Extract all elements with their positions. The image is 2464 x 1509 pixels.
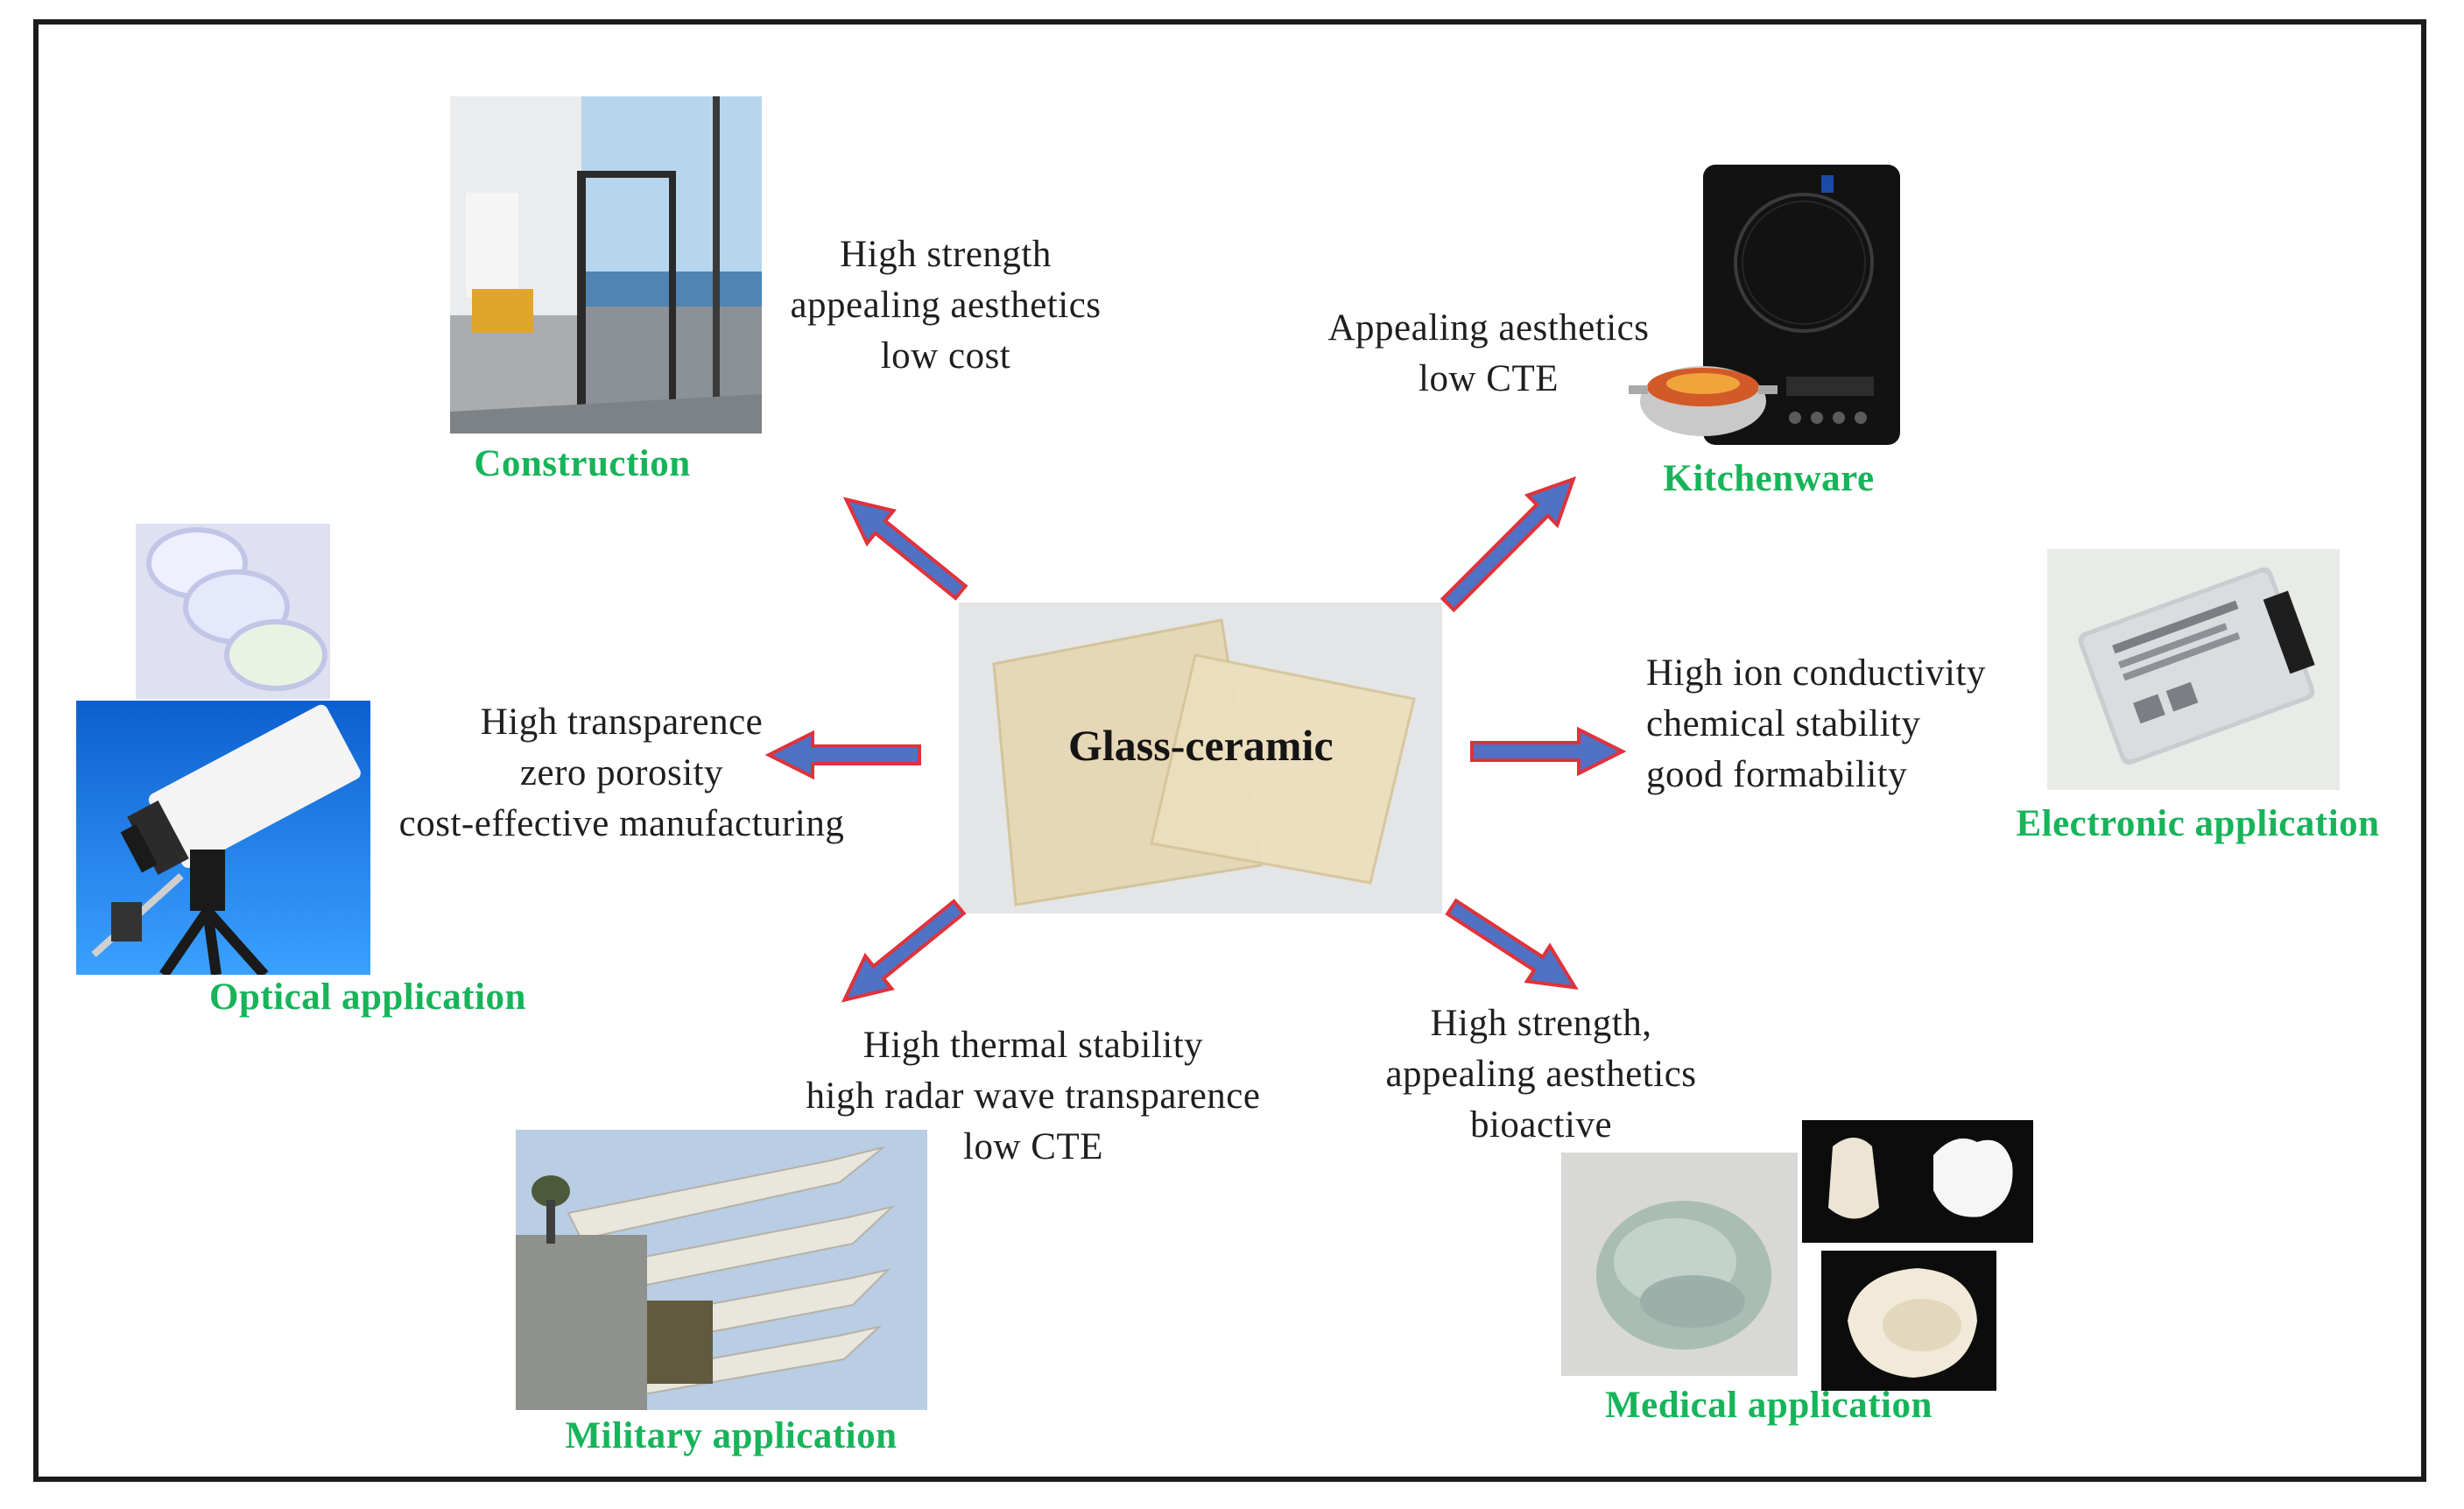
construction-label: Construction: [474, 443, 691, 484]
optical-property-3: cost-effective manufacturing: [398, 803, 845, 844]
optical-label: Optical application: [209, 977, 526, 1018]
kitchenware-photo: [1629, 158, 1918, 455]
electronic-property-3: good formability: [1646, 754, 1908, 795]
kitchenware-properties: Appealing aesthetics low CTE: [1296, 303, 1681, 405]
optical-properties: High transparence zero porosity cost-eff…: [359, 697, 884, 850]
construction-photo: [450, 96, 762, 434]
military-property-3: low CTE: [963, 1126, 1103, 1167]
optical-property-2: zero porosity: [519, 752, 724, 793]
glass-ceramic-photo: [959, 603, 1442, 913]
military-property-2: high radar wave transparence: [806, 1075, 1261, 1117]
electronic-property-1: High ion conductivity: [1646, 652, 1986, 694]
medical-property-3: bioactive: [1469, 1104, 1613, 1146]
military-properties: High thermal stability high radar wave t…: [771, 1020, 1296, 1173]
electronic-label: Electronic application: [2016, 803, 2380, 844]
construction-property-1: High strength: [840, 234, 1052, 275]
military-property-1: High thermal stability: [862, 1025, 1204, 1066]
kitchenware-label: Kitchenware: [1663, 458, 1875, 499]
optical-lenses-photo: [136, 524, 330, 699]
medical-property-2: appealing aesthetics: [1385, 1054, 1697, 1095]
electronic-properties: High ion conductivity chemical stability…: [1646, 648, 2031, 800]
medical-teeth-photo: [1802, 1120, 2033, 1243]
construction-property-3: low cost: [880, 335, 1011, 377]
kitchenware-property-2: low CTE: [1419, 358, 1559, 399]
battery-photo: [2047, 549, 2340, 790]
military-photo: [516, 1130, 927, 1410]
center-title: Glass-ceramic: [1068, 721, 1334, 770]
optical-property-1: High transparence: [480, 702, 764, 743]
kitchenware-property-1: Appealing aesthetics: [1327, 307, 1650, 349]
telescope-photo: [76, 701, 370, 975]
military-label: Military application: [565, 1415, 898, 1456]
electronic-property-2: chemical stability: [1646, 703, 1921, 744]
medical-implant-photo: [1821, 1251, 1996, 1391]
construction-properties: High strength appealing aesthetics low c…: [762, 229, 1130, 382]
construction-property-2: appealing aesthetics: [790, 285, 1102, 326]
medical-properties: High strength, appealing aesthetics bioa…: [1348, 998, 1734, 1151]
medical-label: Medical application: [1605, 1385, 1932, 1426]
medical-scaffold-photo: [1561, 1153, 1798, 1376]
medical-property-1: High strength,: [1430, 1003, 1652, 1044]
